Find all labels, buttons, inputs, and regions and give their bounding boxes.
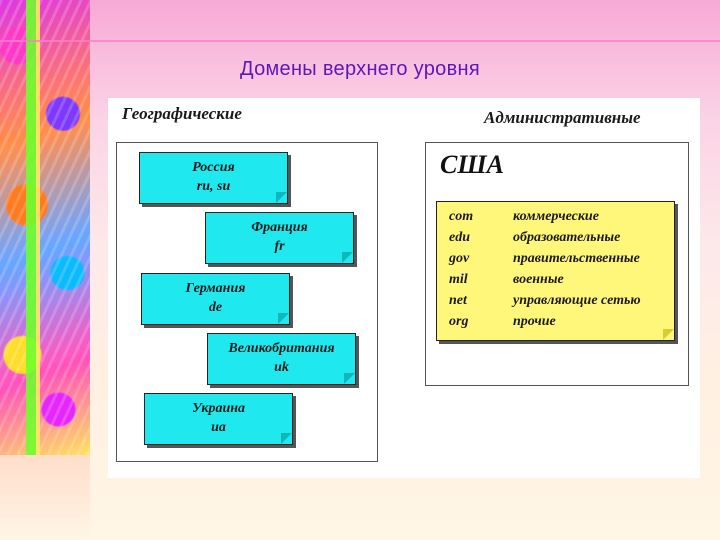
country-code: de [208, 300, 223, 315]
domain-desc: образовательные [513, 230, 621, 245]
country-code: ua [211, 420, 226, 435]
decorative-bar-green [26, 0, 36, 455]
note-france: Франция fr [205, 212, 354, 264]
country-code: uk [274, 360, 289, 375]
domain-row: edu образовательные [437, 227, 674, 248]
usa-label: США [440, 150, 504, 179]
decorative-strip-fade [0, 455, 90, 540]
domain-row: gov правительственные [437, 248, 674, 269]
domain-code: com [449, 209, 474, 224]
note-fold [276, 192, 287, 203]
note-fold [663, 329, 674, 340]
domain-desc: коммерческие [513, 209, 599, 224]
domain-desc: прочие [513, 314, 556, 329]
domain-code: net [449, 293, 467, 308]
domain-row: mil военные [437, 269, 674, 290]
decorative-line [0, 40, 720, 42]
domain-code: org [449, 314, 469, 329]
note-russia: Россия ru, su [139, 152, 288, 204]
note-fold [281, 433, 292, 444]
note-fold [278, 313, 289, 324]
domain-row: net управляющие сетью [437, 290, 674, 311]
geographic-heading: Географические [122, 104, 242, 123]
domain-code: mil [449, 272, 468, 287]
domain-code: edu [449, 230, 470, 245]
country-name: Великобритания [228, 341, 335, 356]
note-usa-domains: com коммерческие edu образовательные gov… [436, 201, 675, 341]
country-code: ru, su [196, 179, 231, 194]
country-code: fr [274, 239, 285, 254]
note-fold [344, 373, 355, 384]
slide-title: Домены верхнего уровня [240, 58, 480, 80]
domain-code: gov [449, 251, 470, 266]
country-name: Германия [185, 281, 246, 296]
domain-row: com коммерческие [437, 206, 674, 227]
note-great-britain: Великобритания uk [207, 333, 356, 385]
domain-desc: правительственные [513, 251, 640, 266]
domain-row: org прочие [437, 311, 674, 332]
country-name: Россия [192, 160, 235, 175]
decorative-strip [0, 0, 90, 455]
domain-desc: военные [513, 272, 564, 287]
decorative-bar-yellow [36, 0, 40, 455]
note-fold [342, 252, 353, 263]
country-name: Франция [251, 220, 308, 235]
note-germany: Германия de [141, 273, 290, 325]
note-ukraine: Украина ua [144, 393, 293, 445]
country-name: Украина [191, 401, 246, 416]
administrative-heading: Административные [484, 108, 641, 127]
domain-desc: управляющие сетью [513, 293, 641, 308]
